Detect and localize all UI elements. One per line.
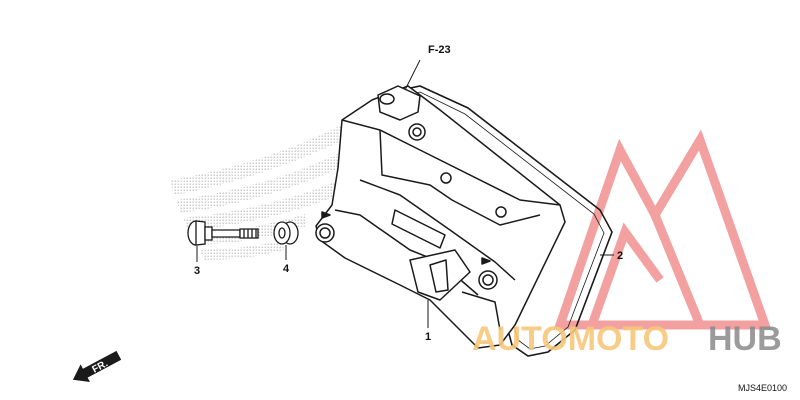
watermark-text-2: HUB [708, 320, 782, 358]
watermark-triangle [553, 129, 772, 330]
watermark-text-1: AUTOMOTO [472, 320, 669, 358]
leader-lines [196, 59, 614, 328]
diagram-code: MJS4E0100 [738, 383, 787, 393]
callout-part-4: 4 [283, 263, 290, 275]
bolt [187, 220, 259, 246]
seal-washer [273, 221, 299, 245]
reference-label: F-23 [428, 44, 451, 56]
front-arrow-icon: FR. [72, 350, 122, 382]
valve-cover [315, 85, 566, 349]
callout-part-1: 1 [425, 331, 431, 343]
callout-part-3: 3 [194, 265, 200, 277]
callout-part-2: 2 [617, 250, 623, 262]
